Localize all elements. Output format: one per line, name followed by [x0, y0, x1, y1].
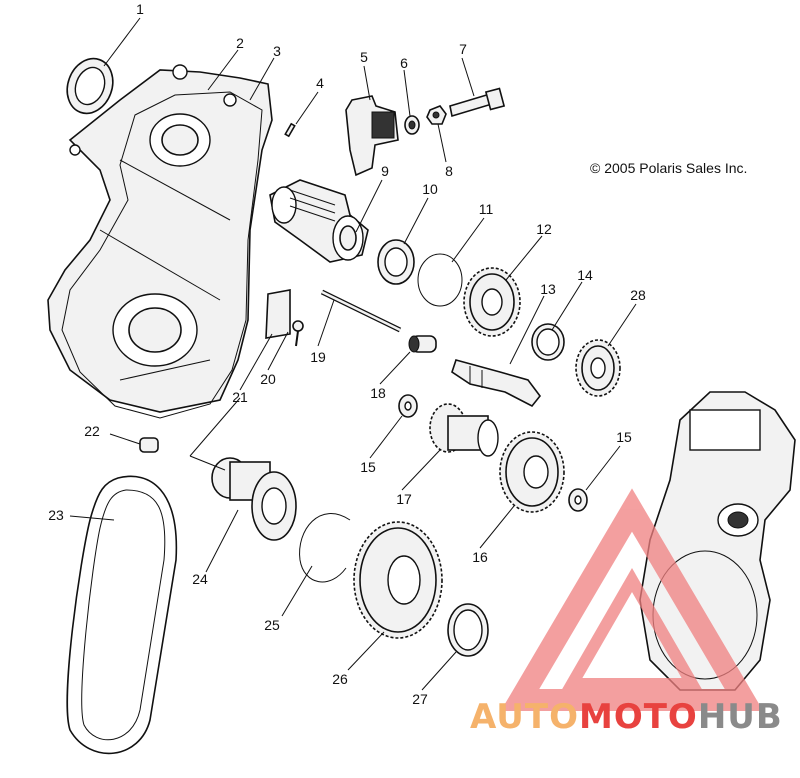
part-27-ring	[447, 603, 489, 657]
watermark-hub: HUB	[698, 697, 783, 737]
callout-22: 22	[84, 423, 100, 439]
part-7-bolt	[449, 87, 506, 118]
part-5-bracket	[345, 95, 399, 177]
callout-14: 14	[577, 267, 593, 283]
part-19-rod	[320, 289, 402, 333]
callout-26: 26	[332, 671, 348, 687]
callout-4: 4	[316, 75, 324, 91]
part-8-nut	[426, 105, 447, 125]
part-22-cap	[139, 437, 159, 453]
callout-20: 20	[260, 371, 276, 387]
part-10-bearing	[377, 239, 415, 285]
callout-8: 8	[445, 163, 453, 179]
callout-3: 3	[273, 43, 281, 59]
leader-lines	[69, 17, 637, 691]
callout-9: 9	[381, 163, 389, 179]
part-25-snap-ring	[299, 513, 351, 583]
callout-7: 7	[459, 41, 467, 57]
callout-6: 6	[400, 55, 408, 71]
callout-23: 23	[48, 507, 64, 523]
callout-11: 11	[479, 201, 494, 217]
part-12-gear	[463, 267, 521, 337]
part-17-cluster-gear	[429, 403, 499, 457]
callout-28: 28	[630, 287, 646, 303]
callout-10: 10	[422, 181, 438, 197]
part-15-washer-b	[568, 488, 588, 512]
callout-16: 16	[472, 549, 488, 565]
callout-21: 21	[232, 389, 248, 405]
part-15-washer-a	[398, 394, 418, 418]
callout-25: 25	[264, 617, 280, 633]
part-1-seal	[66, 57, 114, 115]
callout-13: 13	[540, 281, 556, 297]
part-9-splined-shaft	[269, 179, 369, 263]
callout-12: 12	[536, 221, 552, 237]
part-16-gear	[499, 431, 565, 513]
part-23-belt	[66, 475, 178, 755]
callout-19: 19	[310, 349, 326, 365]
watermark-auto: AUTO	[470, 697, 579, 737]
part-18-bushing	[408, 335, 437, 353]
callout-15b: 15	[616, 429, 632, 445]
part-cover-assembly	[639, 391, 796, 691]
part-21-plate	[265, 289, 291, 339]
callout-27: 27	[412, 691, 428, 707]
part-11-snap-ring	[417, 253, 463, 307]
part-13-shift-shaft	[451, 359, 542, 408]
part-2-inner-case	[47, 64, 273, 413]
part-14-ring	[531, 323, 565, 361]
callout-24: 24	[192, 571, 208, 587]
callout-1: 1	[136, 1, 144, 17]
callout-5: 5	[360, 49, 368, 65]
callout-18: 18	[370, 385, 386, 401]
watermark-logo-icon	[500, 488, 764, 711]
part-4-pin	[284, 122, 296, 138]
callout-labels: 1 2 3 4 5 6 7 8 9 10 11 12 13 14 15 15 1…	[48, 1, 646, 707]
part-28-gear	[575, 339, 621, 397]
watermark-text: AUTOMOTOHUB	[470, 697, 783, 737]
copyright-notice: © 2005 Polaris Sales Inc.	[590, 160, 747, 176]
callout-17: 17	[396, 491, 412, 507]
part-24-sprocket-hub	[211, 457, 297, 541]
watermark-moto: MOTO	[579, 697, 698, 737]
part-6-nut	[404, 115, 420, 135]
part-3-gasket	[61, 91, 263, 419]
callout-15a: 15	[360, 459, 376, 475]
callout-2: 2	[236, 35, 244, 51]
part-20-screw	[292, 320, 304, 347]
part-26-big-gear	[353, 521, 443, 639]
